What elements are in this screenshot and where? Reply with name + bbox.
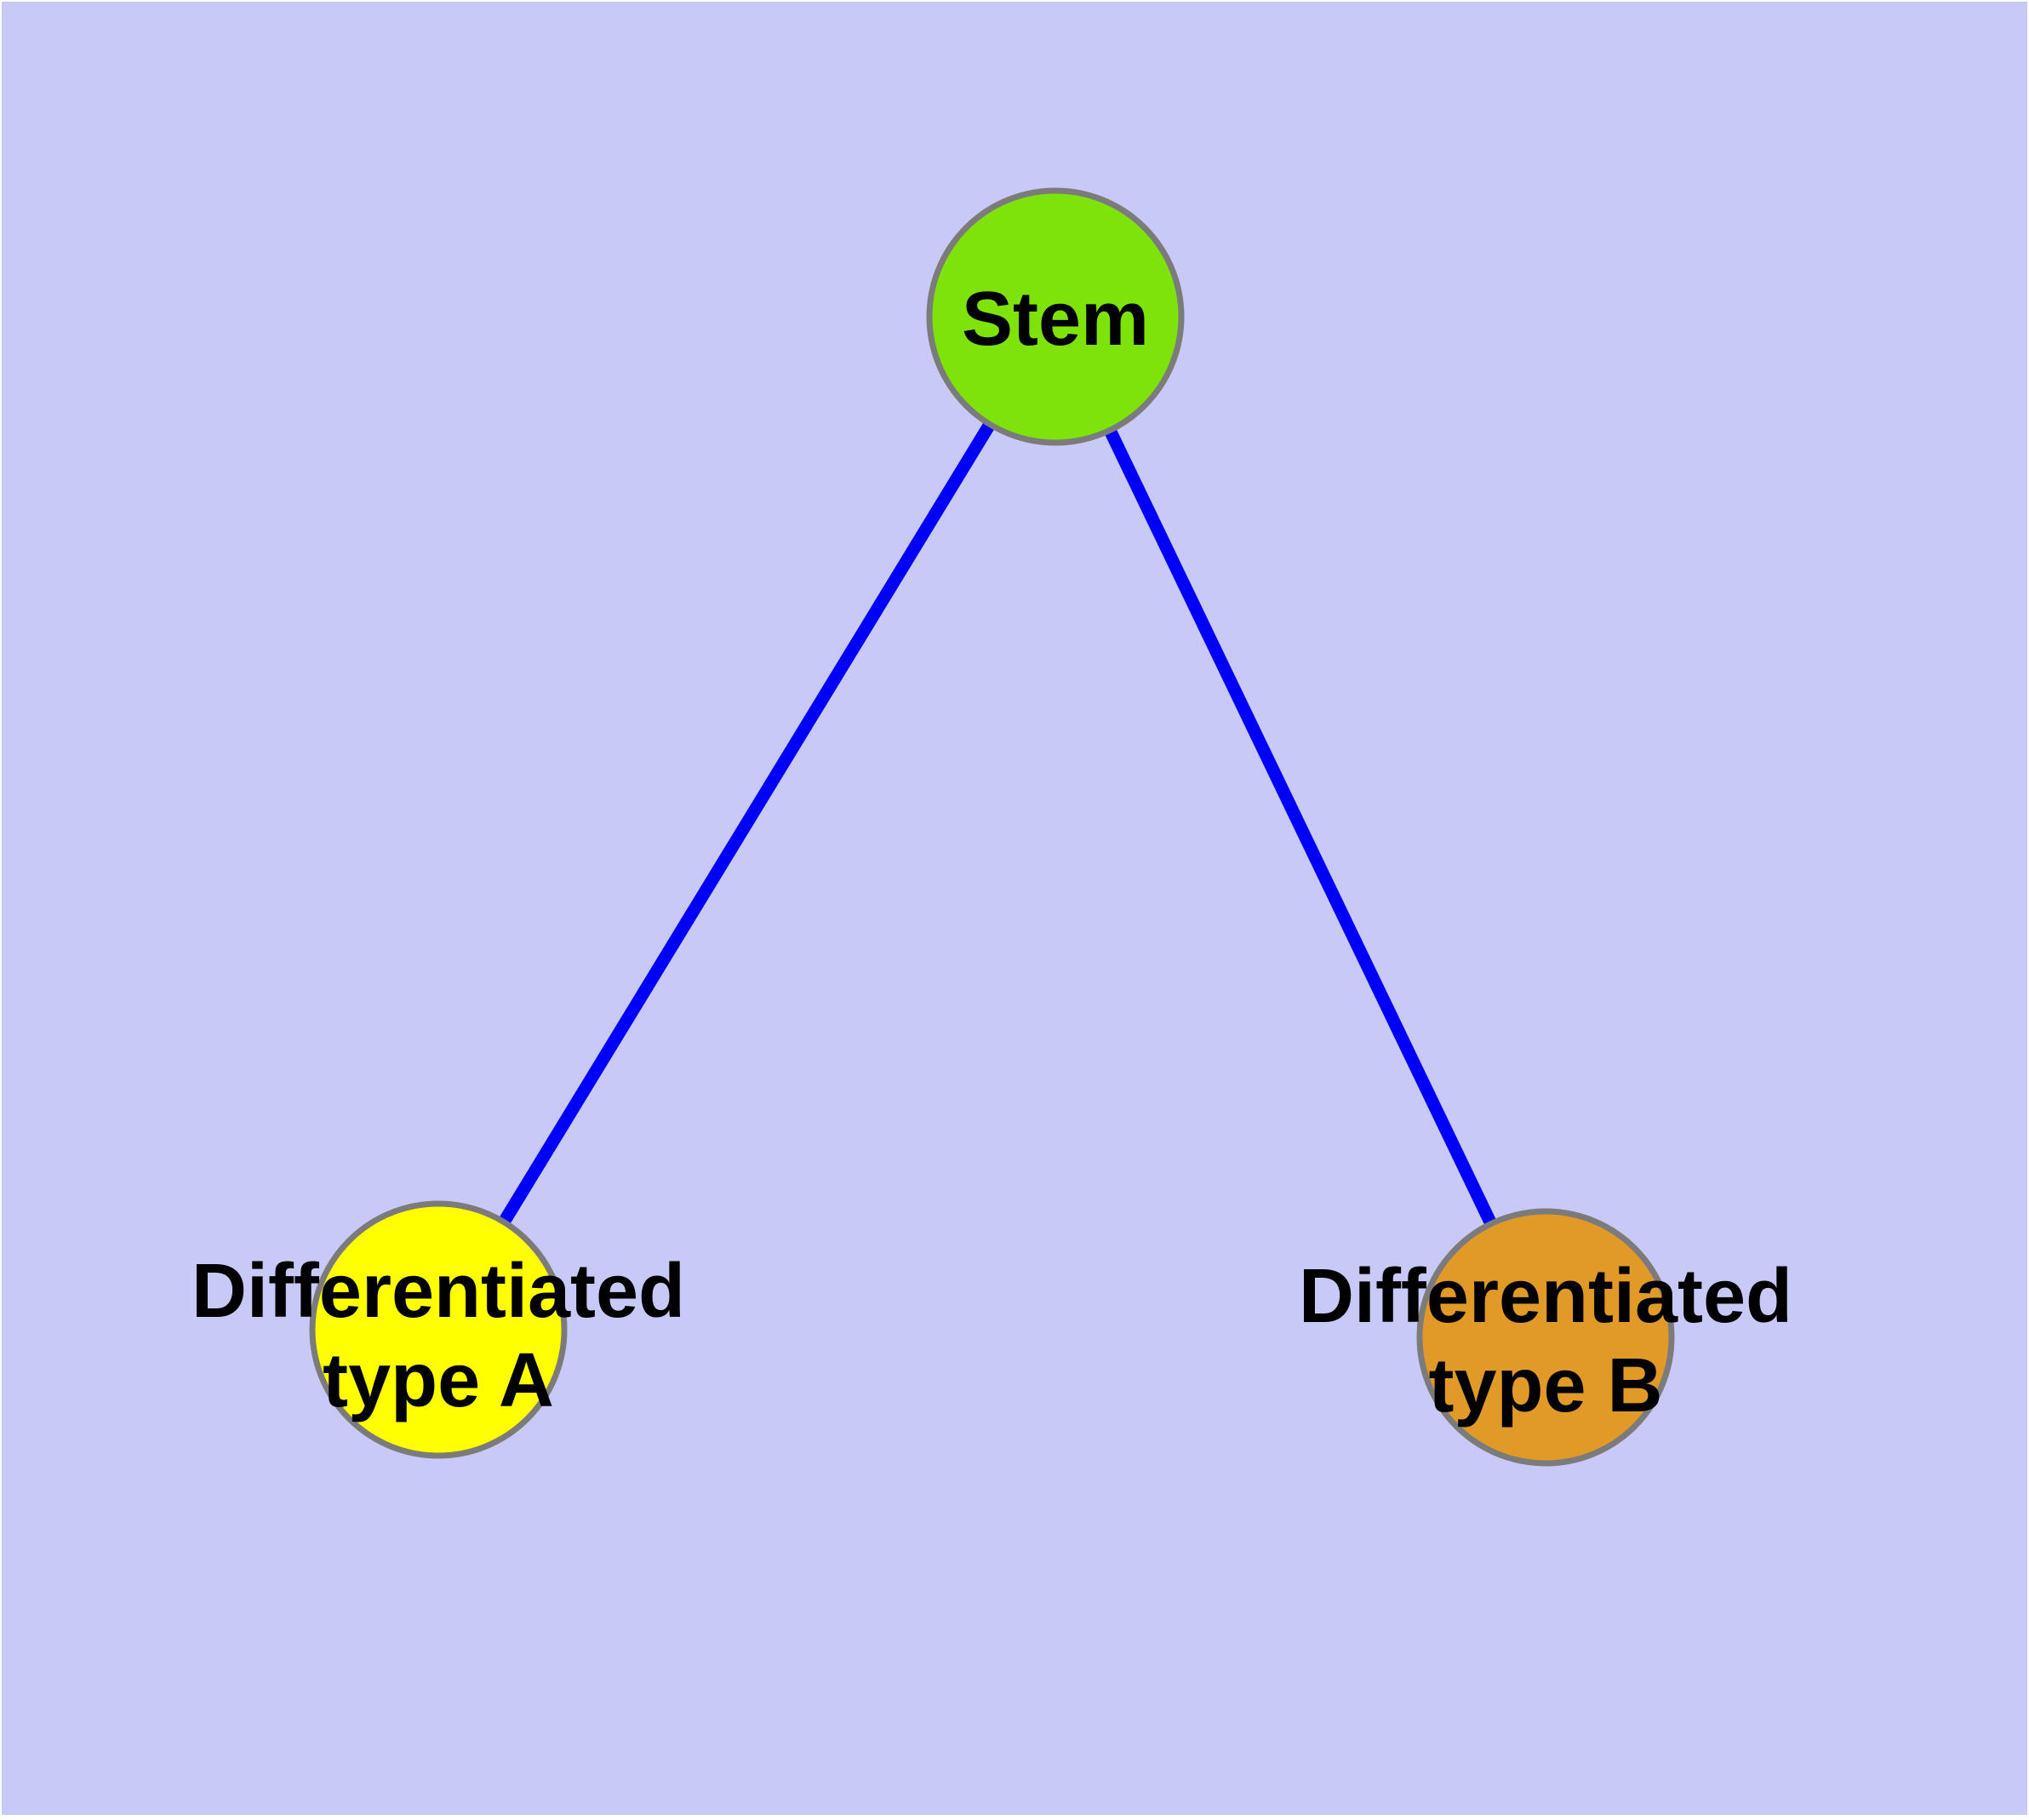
differentiated-type-b-circle bbox=[1416, 1208, 1675, 1467]
edge-stem-to-differentiated-a bbox=[432, 313, 1061, 1333]
differentiated-type-b-label-line2: type B bbox=[1428, 1343, 1662, 1428]
differentiated-type-a-circle bbox=[309, 1200, 568, 1459]
node-stem: Stem bbox=[926, 187, 1185, 446]
edges bbox=[432, 313, 1552, 1341]
node-differentiated-type-a: Differentiated type A bbox=[191, 1200, 685, 1459]
differentiated-type-b-label-line1: Differentiated bbox=[1299, 1254, 1792, 1339]
differentiated-type-a-label-line2: type A bbox=[323, 1338, 554, 1423]
stem-node-circle bbox=[926, 187, 1185, 446]
edge-stem-to-differentiated-b bbox=[1049, 313, 1552, 1341]
node-differentiated-type-b: Differentiated type B bbox=[1299, 1208, 1792, 1467]
stem-node-label: Stem bbox=[962, 277, 1149, 362]
differentiated-type-a-label-line1: Differentiated bbox=[191, 1249, 685, 1334]
